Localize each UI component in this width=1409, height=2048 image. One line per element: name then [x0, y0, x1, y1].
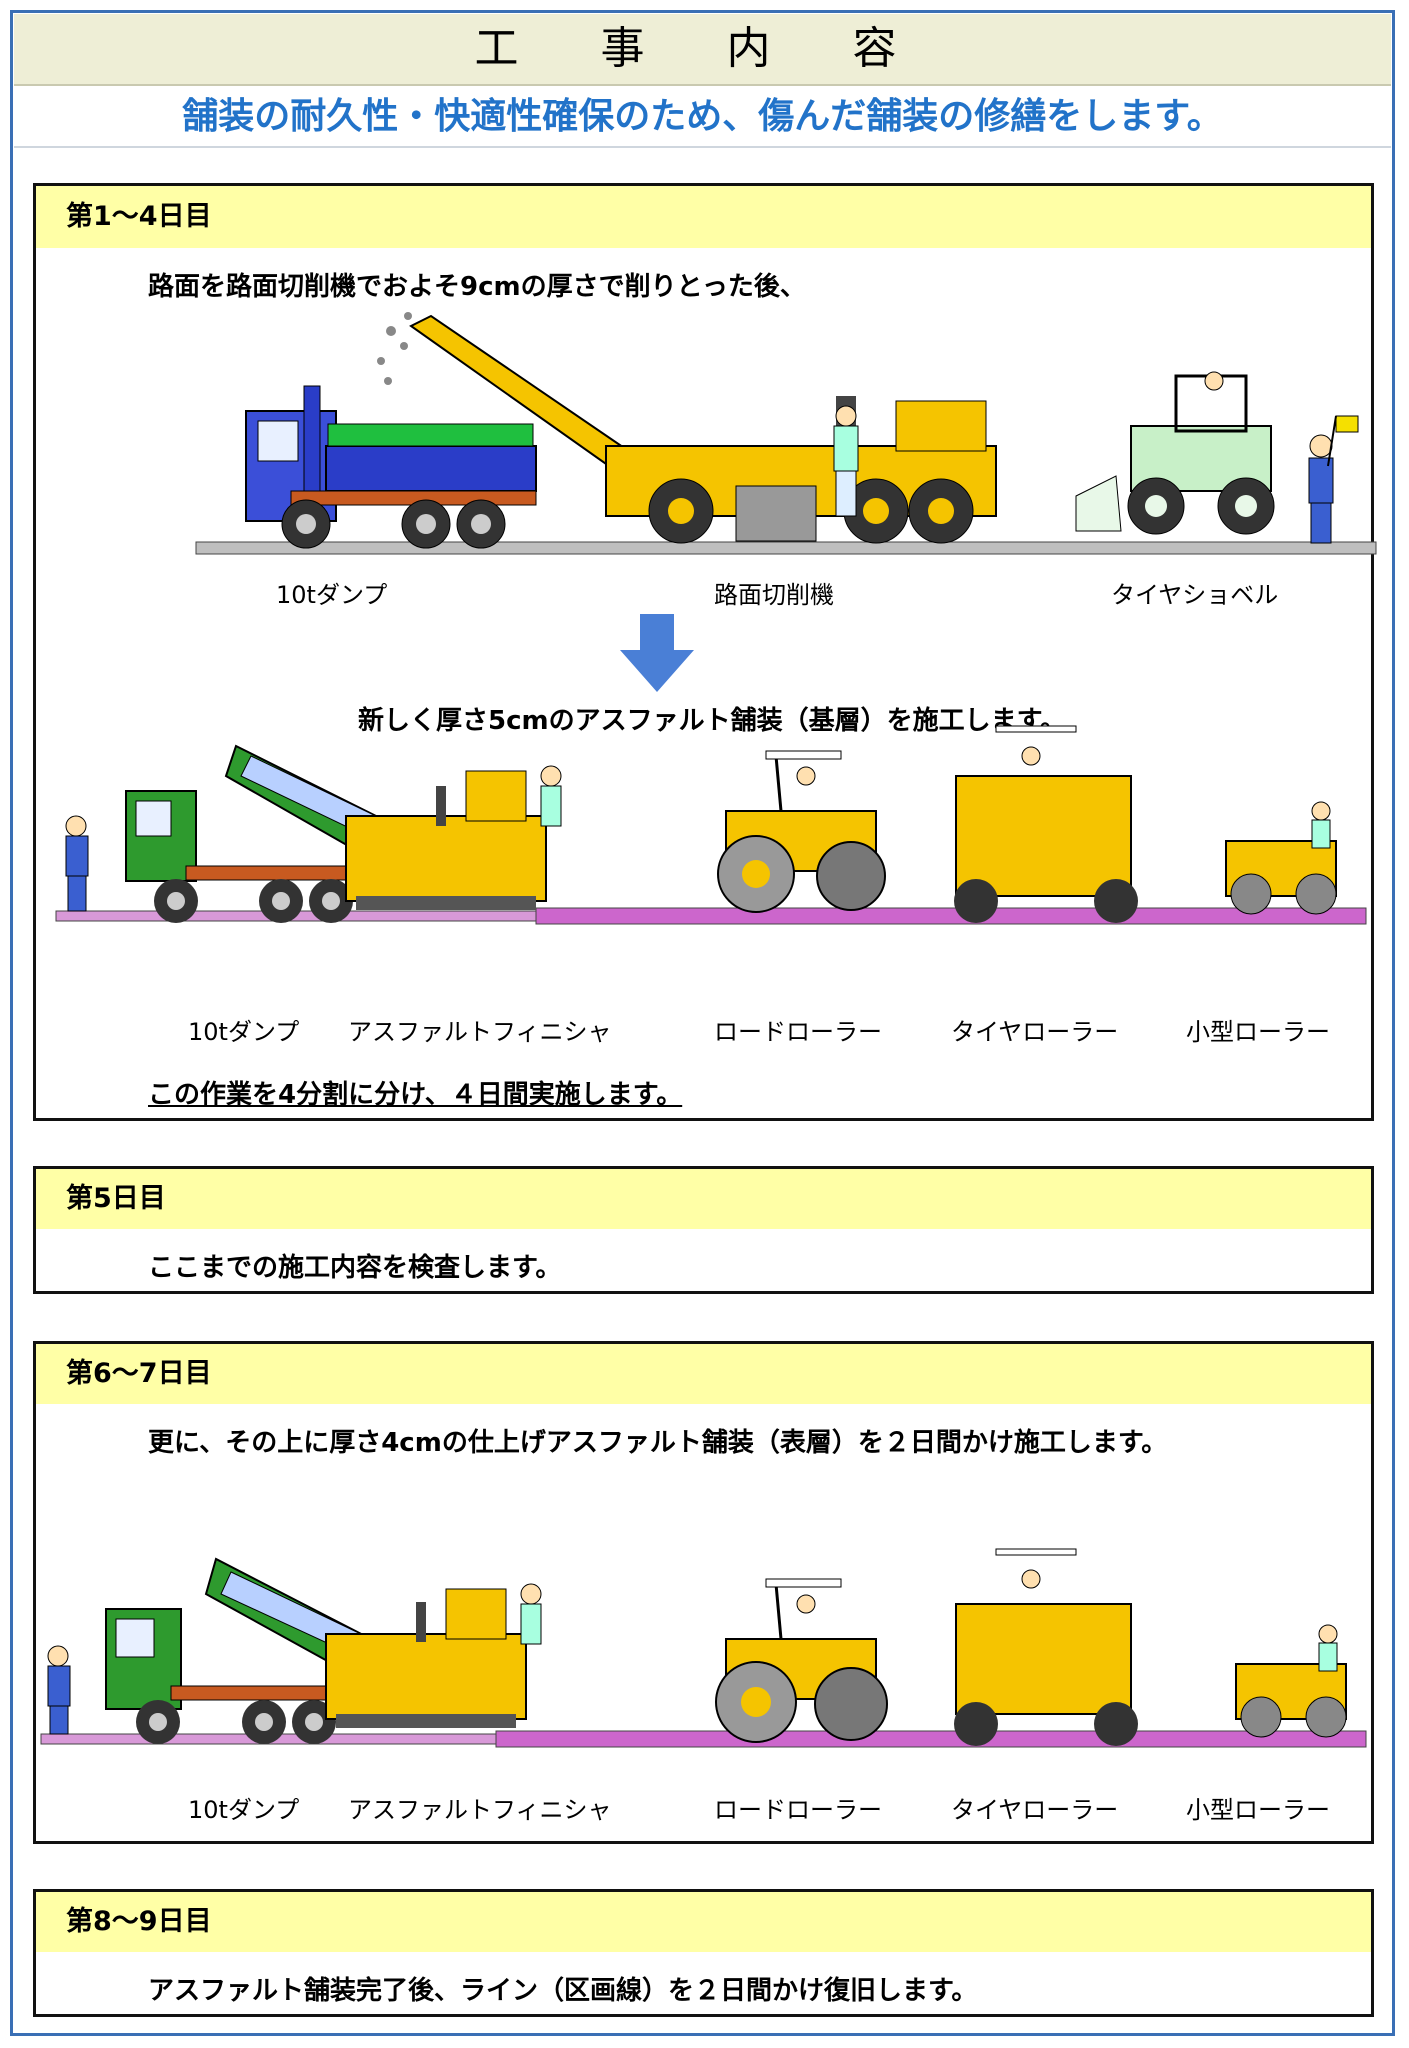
- page-frame: [10, 10, 1395, 2036]
- equipment-label: 10tダンプ: [188, 1796, 300, 1824]
- new-pavement-surface: [495, 1730, 1367, 1748]
- section-days-1-4: 第1〜4日目 路面を路面切削機でおよそ9cmの厚さで削りとった後、: [33, 183, 1377, 1121]
- existing-road-surface: [55, 910, 557, 922]
- existing-road-surface: [40, 1733, 542, 1745]
- road-surface: [195, 541, 1377, 555]
- asphalt-finisher-icon: [325, 1583, 542, 1728]
- equipment-label: タイヤローラー: [951, 1018, 1119, 1046]
- down-arrow-icon: [620, 614, 694, 692]
- equipment-label: 10tダンプ: [188, 1018, 300, 1046]
- wheel-loader-icon: [1075, 371, 1275, 535]
- road-milling-machine-icon: [377, 312, 997, 544]
- section-heading: 第1〜4日目: [36, 186, 1371, 248]
- road-roller-icon: [715, 1578, 888, 1743]
- section-day-5: 第5日目 ここまでの施工内容を検査します。: [33, 1166, 1374, 1294]
- flagman-icon: [1308, 415, 1359, 544]
- new-pavement-surface: [535, 907, 1367, 925]
- section-heading: 第6〜7日目: [36, 1344, 1371, 1404]
- section-heading: 第8〜9日目: [36, 1892, 1371, 1952]
- equipment-label: 小型ローラー: [1186, 1796, 1330, 1824]
- tire-roller-icon: [954, 1548, 1138, 1746]
- equipment-label: タイヤローラー: [951, 1796, 1119, 1824]
- dump-truck-icon: [245, 385, 537, 549]
- section-heading: 第5日目: [36, 1169, 1371, 1229]
- flagman-icon: [47, 1645, 71, 1735]
- section-days-8-9: 第8〜9日目 アスファルト舗装完了後、ライン（区画線）を２日間かけ復旧します。: [33, 1889, 1374, 2017]
- section-text: ここまでの施工内容を検査します。: [148, 1253, 562, 1283]
- equipment-label: アスファルトフィニシャ: [348, 1018, 612, 1046]
- small-roller-icon: [1235, 1624, 1347, 1738]
- flagman-icon: [65, 815, 89, 912]
- small-roller-icon: [1225, 801, 1337, 915]
- paving-scene-illustration: [40, 1548, 1367, 1748]
- equipment-label: 10tダンプ: [276, 581, 388, 609]
- equipment-label: 小型ローラー: [1186, 1018, 1330, 1046]
- equipment-label: アスファルトフィニシャ: [348, 1796, 612, 1824]
- dump-truck-icon: [125, 744, 407, 923]
- page-title: 工 事 内 容: [14, 14, 1391, 86]
- road-roller-icon: [717, 750, 886, 913]
- asphalt-finisher-icon: [345, 765, 562, 910]
- section-text: 更に、その上に厚さ4cmの仕上げアスファルト舗装（表層）を２日間かけ施工します。: [148, 1428, 1168, 1458]
- section-days-6-7: 第6〜7日目 更に、その上に厚さ4cmの仕上げアスファルト舗装（表層）を２日間か…: [33, 1341, 1374, 1844]
- section-text: 新しく厚さ5cmのアスファルト舗装（基層）を施工します。: [358, 706, 1066, 736]
- equipment-label: タイヤショベル: [1111, 581, 1279, 609]
- equipment-label: 路面切削機: [714, 581, 834, 609]
- section-note: この作業を4分割に分け、４日間実施します。: [148, 1080, 683, 1110]
- section-text: アスファルト舗装完了後、ライン（区画線）を２日間かけ復旧します。: [148, 1976, 978, 2006]
- paving-scene-illustration: [55, 725, 1367, 925]
- worker-icon: [833, 405, 859, 517]
- equipment-label: ロードローラー: [714, 1018, 882, 1046]
- tire-roller-icon: [954, 725, 1138, 923]
- equipment-label: ロードローラー: [714, 1796, 882, 1824]
- subtitle-divider: [14, 146, 1391, 148]
- page-subtitle: 舗装の耐久性・快適性確保のため、傷んだ舗装の修繕をします。: [182, 95, 1223, 137]
- section-text: 路面を路面切削機でおよそ9cmの厚さで削りとった後、: [148, 272, 806, 302]
- milling-scene-illustration: [195, 312, 1377, 555]
